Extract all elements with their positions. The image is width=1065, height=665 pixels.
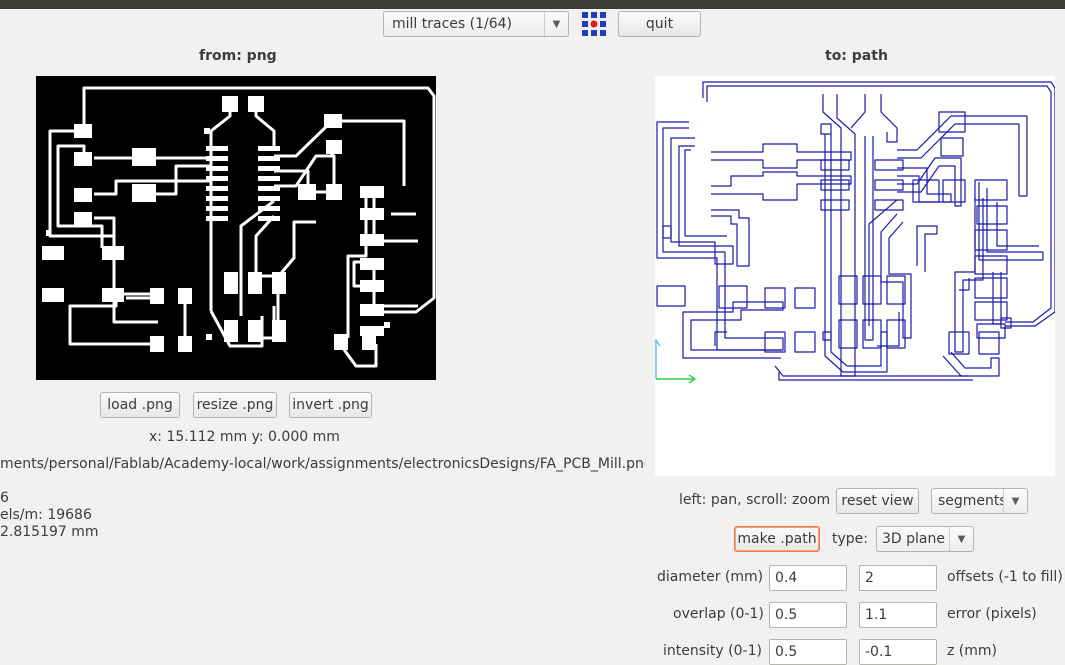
diameter-label: diameter (mm)	[657, 569, 764, 585]
image-info-size: 6	[0, 490, 9, 506]
intensity-input[interactable]: 0.5	[769, 639, 847, 665]
quit-button[interactable]: quit	[618, 11, 701, 37]
view-mode-select[interactable]: segments ▼	[931, 488, 1028, 514]
intensity-label: intensity (0-1)	[663, 643, 762, 659]
overlap-input[interactable]: 0.5	[769, 602, 847, 628]
grid-dots-icon[interactable]	[581, 11, 607, 37]
diameter-input[interactable]: 0.4	[769, 565, 847, 591]
program-select-value: mill traces (1/64)	[392, 16, 512, 32]
error-label: error (pixels)	[947, 606, 1037, 622]
image-info-dimension: 2.815197 mm	[0, 524, 99, 540]
image-info-resolution: els/m: 19686	[0, 507, 92, 523]
program-select[interactable]: mill traces (1/64) ▼	[383, 11, 569, 37]
overlap-label: overlap (0-1)	[673, 606, 764, 622]
z-label: z (mm)	[947, 643, 997, 659]
invert-png-button[interactable]: invert .png	[289, 392, 372, 418]
window-title-bar	[0, 0, 1065, 9]
navigation-hint: left: pan, scroll: zoom	[679, 492, 831, 508]
resize-png-button[interactable]: resize .png	[193, 392, 277, 418]
to-title: to: path	[825, 48, 888, 64]
chevron-down-icon: ▼	[949, 527, 973, 551]
type-select-value: 3D plane	[882, 531, 945, 547]
chevron-down-icon: ▼	[544, 12, 568, 36]
make-path-button[interactable]: make .path	[734, 526, 820, 552]
offsets-input[interactable]: 2	[859, 565, 937, 591]
type-label: type:	[832, 531, 868, 547]
view-mode-value: segments	[938, 493, 1003, 509]
png-preview[interactable]	[36, 76, 436, 380]
cursor-coordinates: x: 15.112 mm y: 0.000 mm	[149, 429, 340, 445]
toolpath-preview[interactable]	[651, 76, 1056, 476]
error-input[interactable]: 1.1	[859, 602, 937, 628]
file-path: ments/personal/Fablab/Academy-local/work…	[0, 456, 645, 472]
load-png-button[interactable]: load .png	[100, 392, 180, 418]
z-input[interactable]: -0.1	[859, 639, 937, 665]
offsets-label: offsets (-1 to fill)	[947, 569, 1063, 585]
reset-view-button[interactable]: reset view	[836, 488, 919, 514]
from-title: from: png	[199, 48, 277, 64]
type-select[interactable]: 3D plane ▼	[876, 526, 974, 552]
chevron-down-icon: ▼	[1003, 489, 1027, 513]
